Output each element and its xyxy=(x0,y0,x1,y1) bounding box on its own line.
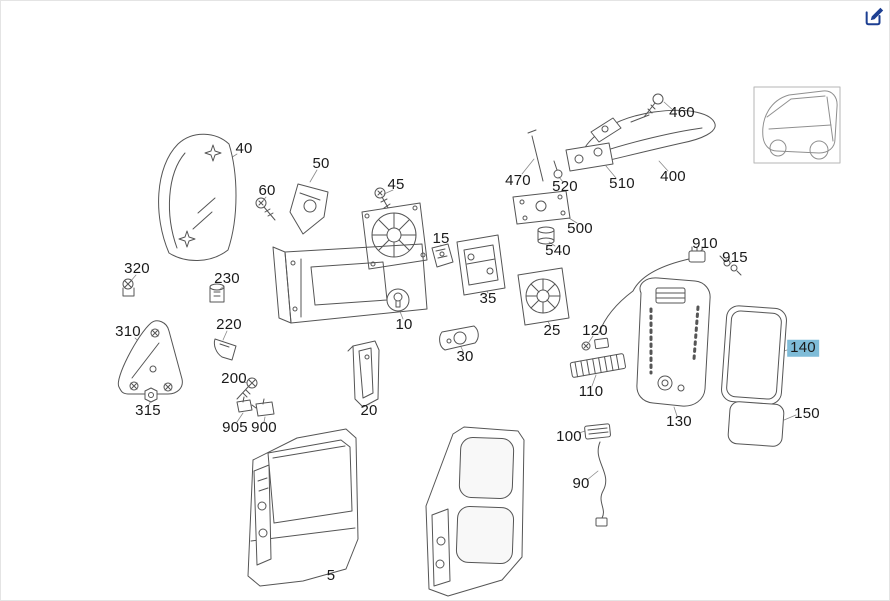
part-sensor-900 xyxy=(251,398,275,417)
part-plate-500 xyxy=(512,190,571,225)
part-cylinder-230 xyxy=(209,283,225,303)
part-bracket-20 xyxy=(347,340,380,408)
part-nut-540 xyxy=(537,226,555,245)
part-mirror-glass-40 xyxy=(158,133,237,261)
part-cable-90 xyxy=(595,441,608,527)
part-door-panel-5 xyxy=(247,428,359,587)
part-clip-15 xyxy=(431,243,454,268)
part-corner-bracket-220 xyxy=(213,338,237,361)
part-mirror-arm-400 xyxy=(578,109,716,166)
vehicle-sketch-icon xyxy=(762,90,838,160)
part-sensor-905 xyxy=(236,396,253,413)
part-screw-200 xyxy=(236,377,258,400)
part-terminal-strip-110 xyxy=(569,353,626,378)
part-bracket-50 xyxy=(289,183,329,235)
edit-icon[interactable] xyxy=(863,5,885,27)
part-triangle-cover-310 xyxy=(117,320,183,395)
vehicle-thumbnail xyxy=(753,86,841,164)
part-mirror-glass-150 xyxy=(727,401,785,447)
part-fastener-120 xyxy=(581,337,609,351)
part-mirror-glass-140 xyxy=(721,305,787,405)
part-door-panel-right xyxy=(425,426,525,597)
part-plate-510 xyxy=(565,142,614,172)
part-plate-25 xyxy=(517,267,570,326)
part-clip-915 xyxy=(719,255,742,276)
part-pin-470 xyxy=(527,129,544,182)
part-mirror-housing-130 xyxy=(636,277,711,407)
part-bracket-30 xyxy=(439,325,479,351)
part-screw-520 xyxy=(553,160,563,179)
part-connector-100 xyxy=(584,423,611,440)
part-screw-60 xyxy=(255,197,276,221)
part-mounting-frame-10 xyxy=(272,243,428,324)
part-clip-320 xyxy=(122,278,135,297)
part-harness-910 xyxy=(598,246,706,334)
part-screw-460 xyxy=(643,93,664,118)
part-plate-35 xyxy=(456,234,506,296)
part-mirror-motor xyxy=(361,202,428,270)
part-nut-315 xyxy=(144,387,158,403)
